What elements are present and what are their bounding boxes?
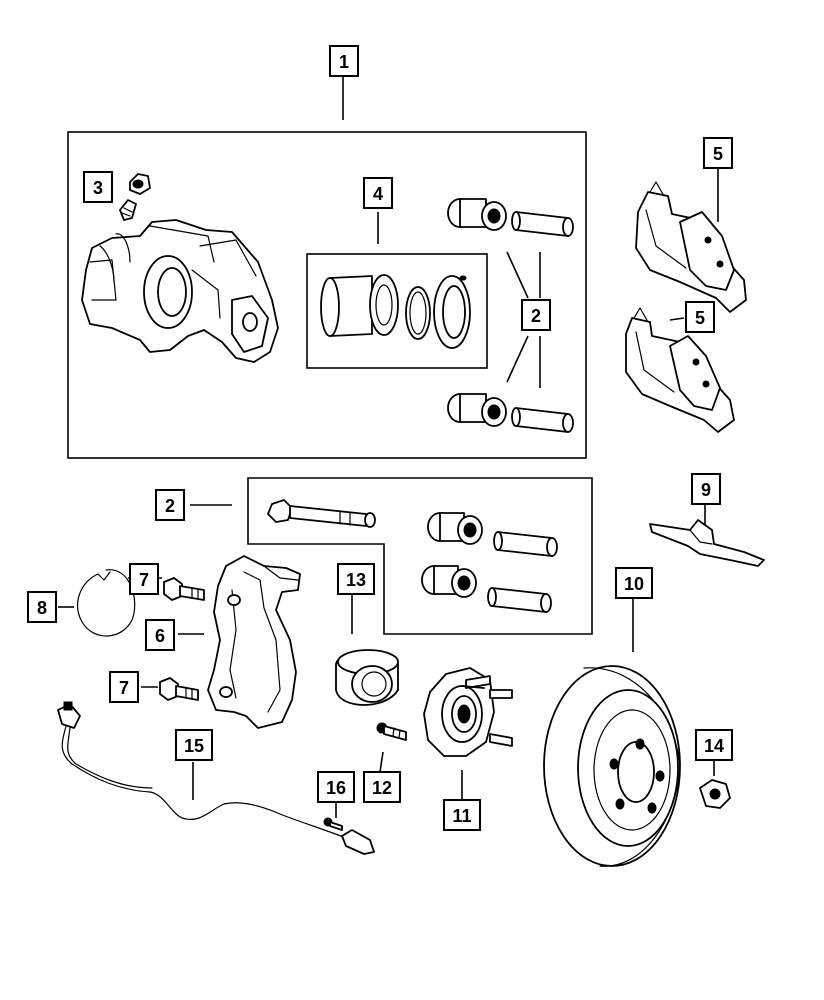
brake-pad-lower-part: [625, 307, 735, 433]
callout-9: 9: [691, 473, 721, 505]
callout-16: 16: [317, 771, 355, 803]
svg-text:14: 14: [704, 736, 724, 756]
brake-caliper-part: [81, 219, 279, 363]
wheel-bearing-part: [335, 649, 399, 706]
guide-pin-lower-part: [447, 393, 574, 433]
svg-text:9: 9: [701, 480, 711, 500]
svg-text:11: 11: [452, 806, 471, 826]
callout-12: 12: [363, 771, 401, 803]
svg-text:4: 4: [373, 184, 383, 204]
sensor-screw-part: [323, 817, 343, 831]
svg-text:5: 5: [713, 144, 723, 164]
guide-pin-kit-lower-part: [421, 565, 552, 613]
svg-text:7: 7: [119, 678, 129, 698]
svg-text:1: 1: [339, 52, 349, 72]
callout-8: 8: [27, 591, 57, 623]
caliper-adapter-part: [207, 555, 301, 729]
callout-1: 1: [329, 45, 359, 77]
bleeder-screw-part: [119, 173, 151, 221]
brake-pad-upper-part: [635, 181, 747, 313]
svg-text:5: 5: [695, 308, 705, 328]
callout-6: 6: [145, 619, 175, 651]
svg-text:8: 8: [37, 598, 47, 618]
retaining-ring-part: [77, 569, 136, 637]
guide-pin-kit-upper-part: [427, 512, 558, 557]
svg-text:15: 15: [184, 736, 204, 756]
brake-rotor-part: [543, 665, 681, 867]
svg-text:6: 6: [155, 626, 165, 646]
guide-pin-bolt-part: [267, 499, 376, 528]
callout-2-upper: 2: [521, 299, 551, 331]
callout-10: 10: [615, 567, 653, 599]
wheel-speed-sensor-part: [57, 701, 375, 855]
svg-text:2: 2: [531, 306, 541, 326]
caliper-piston-kit-part: [320, 274, 471, 349]
guide-pin-kit-frame: [247, 477, 593, 635]
wheel-stud-part: [376, 722, 407, 741]
caliper-assembly-frame: [67, 131, 587, 459]
svg-text:7: 7: [139, 570, 149, 590]
callout-5-lower: 5: [685, 301, 715, 333]
callout-7-lower: 7: [109, 671, 139, 703]
anti-rattle-clip-part: [649, 519, 765, 567]
wheel-hub-part: [423, 667, 513, 757]
callout-3: 3: [83, 171, 113, 203]
mounting-bolt-upper-part: [163, 577, 205, 601]
svg-text:12: 12: [372, 778, 392, 798]
callout-7-upper: 7: [129, 563, 159, 595]
svg-text:3: 3: [93, 178, 103, 198]
guide-pin-upper-part: [447, 198, 574, 237]
callout-5-upper: 5: [703, 137, 733, 169]
svg-text:2: 2: [165, 496, 175, 516]
mounting-bolt-lower-part: [159, 677, 199, 701]
callout-11: 11: [443, 799, 481, 831]
callout-14: 14: [695, 729, 733, 761]
lug-nut-part: [699, 779, 731, 809]
callout-2-lower: 2: [155, 489, 185, 521]
svg-text:16: 16: [326, 778, 346, 798]
svg-text:10: 10: [624, 574, 644, 594]
svg-text:13: 13: [346, 570, 366, 590]
callout-4: 4: [363, 177, 393, 209]
piston-kit-frame: [306, 253, 488, 369]
callout-13: 13: [337, 563, 375, 595]
callout-15: 15: [175, 729, 213, 761]
